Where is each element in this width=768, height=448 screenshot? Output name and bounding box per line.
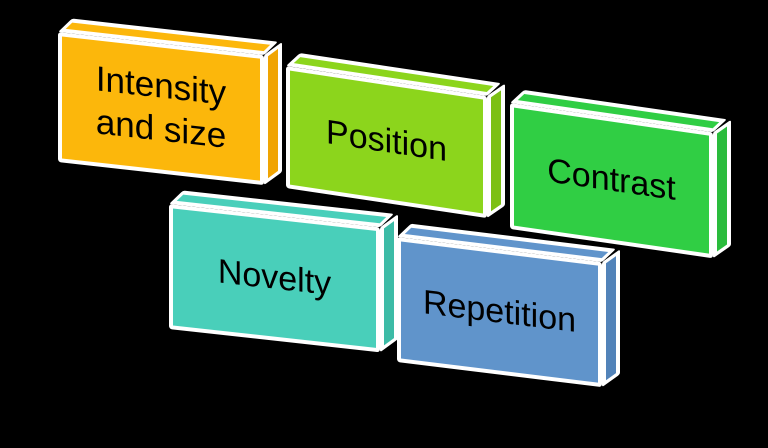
box-label: Repetition [422, 282, 577, 340]
box-label: Intensity and size [95, 59, 227, 156]
box-front-face: Intensity and size [58, 32, 264, 186]
box-front-face: Repetition [397, 237, 602, 388]
box-front-face: Novelty [169, 204, 380, 353]
box-side-face [487, 83, 505, 219]
diagram-box-repetition: Repetition [397, 223, 620, 388]
box-side-face [713, 119, 731, 259]
box-label: Contrast [547, 151, 676, 209]
box-side-face [380, 214, 398, 353]
diagram-box-position: Position [286, 53, 505, 219]
diagram-box-novelty: Novelty [169, 190, 398, 353]
box-label: Novelty [217, 252, 332, 303]
box-side-face [602, 249, 620, 388]
diagram-box-contrast: Contrast [510, 90, 731, 259]
box-side-face [264, 42, 282, 186]
diagram-box-intensity-and-size: Intensity and size [58, 18, 282, 186]
box-label: Position [326, 113, 447, 170]
